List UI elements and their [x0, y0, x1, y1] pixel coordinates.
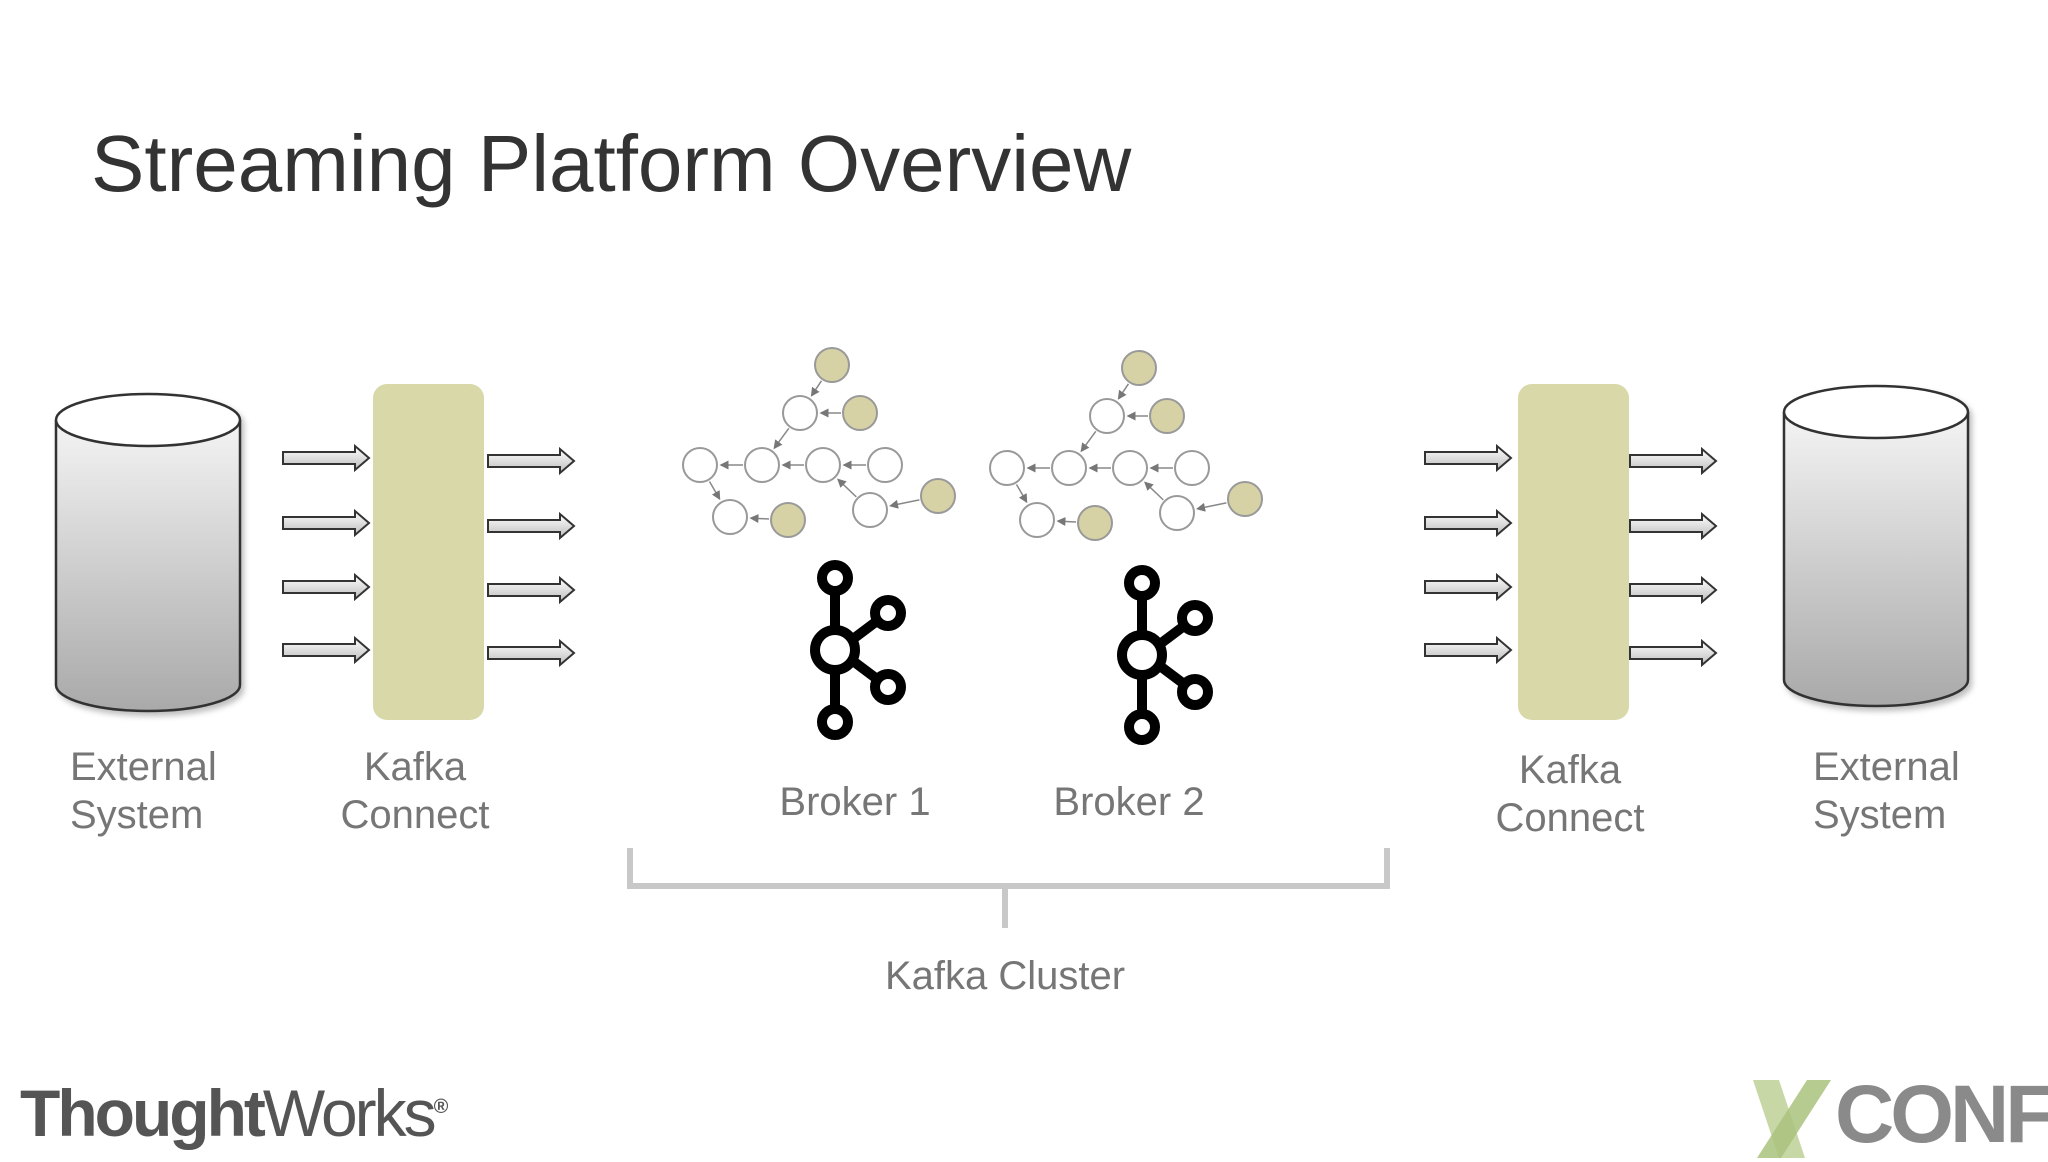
graph-node-filled — [1149, 398, 1185, 434]
kafka-logo-node — [1117, 630, 1167, 680]
right-external-line-2: System — [1813, 793, 1947, 837]
arrow-in-left-3 — [282, 572, 371, 602]
arrow-in-right-2 — [1424, 508, 1513, 538]
kafka-logo-node — [1124, 709, 1160, 745]
thoughtworks-logo: ThoughtWorks® — [20, 1075, 448, 1151]
graph-edge — [1080, 430, 1097, 453]
graph-node — [805, 447, 841, 483]
arrow-out-right-2 — [1629, 511, 1718, 541]
arrow-out-right-1 — [1629, 446, 1718, 476]
graph-node-filled — [770, 502, 806, 538]
left-kafka-connect-block — [373, 384, 484, 720]
graph-node-filled — [1121, 350, 1157, 386]
graph-edge — [837, 478, 857, 498]
broker-1-kafka-logo-icon — [810, 560, 906, 740]
arrow-out-right-3 — [1629, 575, 1718, 605]
broker-2-kafka-logo-icon — [1117, 565, 1213, 745]
graph-node-filled — [842, 395, 878, 431]
kafka-logo-node — [1124, 565, 1160, 601]
flow-arrows — [282, 443, 1718, 668]
graph-edge — [1196, 502, 1227, 512]
graph-edge — [810, 380, 823, 397]
kafka-logo-node — [870, 595, 906, 631]
graph-node — [1159, 495, 1195, 531]
graph-node — [989, 450, 1025, 486]
graph-edge — [1056, 516, 1077, 526]
graph-node — [712, 499, 748, 535]
graph-node-filled — [814, 347, 850, 383]
thoughtworks-logo-mark: ® — [433, 1096, 449, 1118]
left-external-system-label: External System — [70, 743, 217, 839]
broker-2-label: Broker 2 — [1053, 780, 1205, 824]
graph-edge — [1117, 383, 1130, 400]
graph-edge — [1144, 481, 1164, 501]
thoughtworks-logo-thin: Works — [262, 1076, 437, 1150]
graph-edge — [708, 481, 721, 501]
arrow-out-right-4 — [1629, 638, 1718, 668]
graph-node-filled — [920, 478, 956, 514]
kafka-logo-node — [817, 560, 853, 596]
broker-1-label: Broker 1 — [779, 780, 931, 824]
graph-edge — [889, 499, 920, 509]
graph-node — [867, 447, 903, 483]
broker-2-graph-icon — [989, 350, 1263, 541]
left-external-system-icon — [54, 392, 242, 713]
arrow-out-left-3 — [487, 575, 576, 605]
left-external-line-1: External — [70, 745, 217, 789]
graph-node — [782, 395, 818, 431]
xconf-logo-text: CONF — [1835, 1069, 2048, 1160]
graph-edge — [773, 427, 790, 450]
left-connect-line-2: Connect — [340, 793, 490, 837]
xconf-x-icon — [1753, 1080, 1831, 1158]
graph-node — [1051, 450, 1087, 486]
graph-node — [852, 492, 888, 528]
arrow-in-left-1 — [282, 443, 371, 473]
arrow-out-left-2 — [487, 511, 576, 541]
left-connect-line-1: Kafka — [363, 745, 467, 789]
right-connect-line-2: Connect — [1495, 796, 1645, 840]
right-kafka-connect-block — [1518, 384, 1629, 720]
slide-title: Streaming Platform Overview — [91, 119, 1132, 208]
thoughtworks-logo-bold: Thought — [20, 1076, 266, 1150]
arrow-in-left-4 — [282, 635, 371, 665]
graph-node-filled — [1077, 505, 1113, 541]
kafka-cluster-label: Kafka Cluster — [884, 954, 1126, 998]
arrow-in-right-3 — [1424, 572, 1513, 602]
graph-node — [1019, 502, 1055, 538]
right-external-line-1: External — [1813, 745, 1960, 789]
broker-1-graph-icon — [682, 347, 956, 538]
arrow-in-left-2 — [282, 508, 371, 538]
arrow-out-left-4 — [487, 638, 576, 668]
arrow-out-left-1 — [487, 446, 576, 476]
graph-node — [682, 447, 718, 483]
arrow-in-right-1 — [1424, 443, 1513, 473]
arrow-in-right-4 — [1424, 635, 1513, 665]
graph-node — [744, 447, 780, 483]
kafka-logo-node — [1177, 674, 1213, 710]
right-kafka-connect-label: Kafka Connect — [1485, 746, 1655, 842]
right-external-system-label: External System — [1813, 743, 1960, 839]
kafka-logo-node — [817, 704, 853, 740]
kafka-logo-node — [870, 669, 906, 705]
graph-node — [1174, 450, 1210, 486]
graph-node — [1089, 398, 1125, 434]
kafka-logo-node — [1177, 600, 1213, 636]
graph-node-filled — [1227, 481, 1263, 517]
xconf-logo: CONF — [1745, 1068, 2048, 1162]
graph-edge — [749, 513, 770, 523]
kafka-logo-node — [810, 625, 860, 675]
left-external-line-2: System — [70, 793, 204, 837]
graph-edge — [1015, 484, 1028, 504]
kafka-cluster-bracket — [627, 848, 1390, 928]
right-external-system-icon — [1782, 384, 1970, 708]
left-kafka-connect-label: Kafka Connect — [330, 743, 500, 839]
right-connect-line-1: Kafka — [1518, 748, 1622, 792]
graph-node — [1112, 450, 1148, 486]
